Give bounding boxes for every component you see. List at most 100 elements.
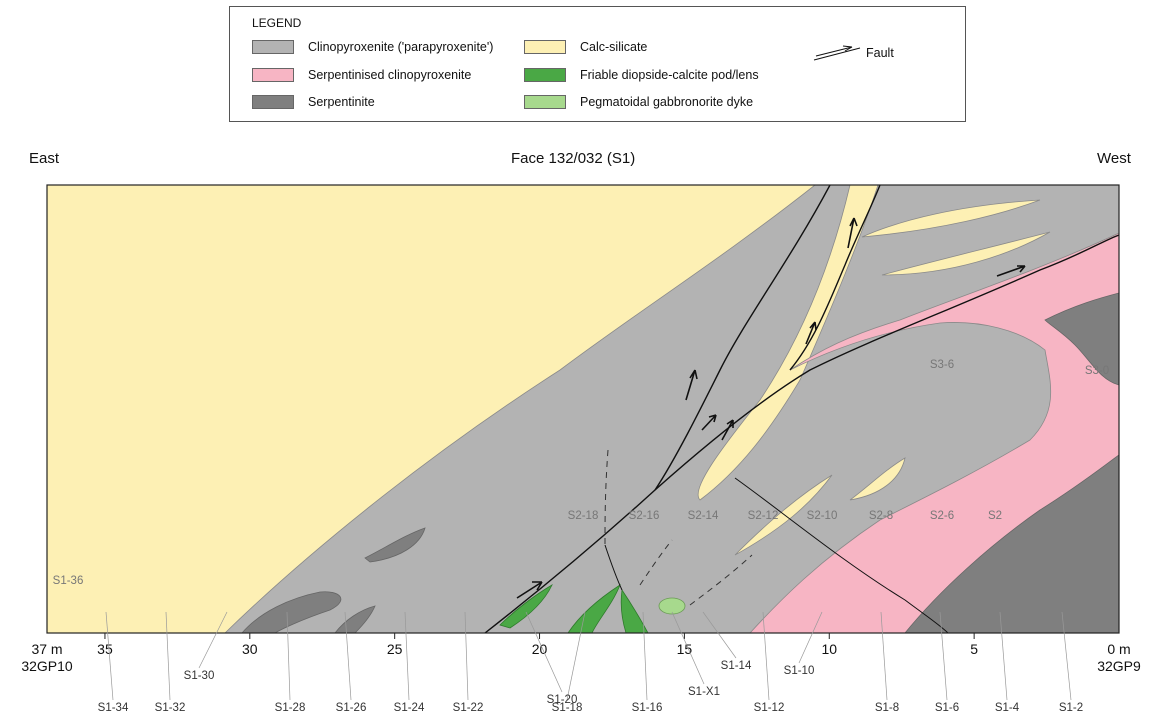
fault-arrow-icon — [516, 217, 1026, 599]
axis-tick-label: 10 — [821, 641, 837, 657]
inferred-contact — [639, 539, 673, 586]
serpentinite-patch — [1044, 292, 1119, 386]
legend-item-calc-silicate: Calc-silicate — [524, 40, 647, 54]
sample-label: S1-4 — [995, 702, 1020, 714]
sample-leader-line — [105, 611, 114, 701]
sample-label: S2 — [988, 510, 1002, 522]
sample-leader-line — [880, 611, 888, 701]
section-title: Face 132/032 (S1) — [511, 150, 636, 167]
sample-label: S1-14 — [721, 660, 752, 672]
sample-label: S1-X1 — [688, 686, 720, 698]
legend-item-fault: Fault — [812, 44, 894, 62]
calc-silicate-lens — [849, 457, 906, 501]
sample-label: S1-22 — [453, 702, 484, 714]
legend-label-fault: Fault — [866, 46, 894, 60]
legend-label-serpentinised: Serpentinised clinopyroxenite — [308, 68, 472, 82]
sample-label: S2-12 — [748, 510, 779, 522]
legend-item-clinopyroxenite: Clinopyroxenite ('parapyroxenite') — [252, 40, 493, 54]
legend-label-calc-silicate: Calc-silicate — [580, 40, 648, 54]
sample-leader-line — [999, 611, 1008, 701]
fault-symbol-icon — [813, 45, 861, 61]
legend-item-serpentinised: Serpentinised clinopyroxenite — [252, 68, 471, 82]
sample-leader-line — [198, 611, 228, 669]
serpentinite-zone — [904, 454, 1119, 633]
sample-label: S1-28 — [275, 702, 306, 714]
sample-label: S1-36 — [53, 575, 84, 587]
gabbronorite-dyke — [658, 597, 686, 615]
gabbronorite-swatch — [524, 95, 566, 109]
legend-label-gabbronorite: Pegmatoidal gabbronorite dyke — [580, 95, 754, 109]
sample-label: S1-2 — [1059, 702, 1083, 714]
fault-line — [654, 185, 831, 491]
serpentinite-swatch — [252, 95, 294, 109]
legend-item-serpentinite: Serpentinite — [252, 95, 375, 109]
calc-silicate-lens — [734, 474, 833, 556]
sample-leader-line — [642, 611, 648, 701]
serpentinite-patch — [241, 591, 342, 633]
axis-tick-label: 30 — [242, 641, 258, 657]
sample-label: S2-10 — [807, 510, 838, 522]
calc-silicate-sliver — [697, 185, 879, 501]
sample-label: S1-34 — [98, 702, 129, 714]
diopside-calcite-pod — [499, 584, 553, 629]
sample-label: S1-16 — [632, 702, 663, 714]
sample-label: S2-14 — [688, 510, 719, 522]
axis-tick-label: 25 — [387, 641, 403, 657]
sample-label: S1-30 — [184, 670, 215, 682]
sample-label: S1-8 — [875, 702, 899, 714]
sample-leader-line — [525, 611, 563, 693]
inferred-contact — [689, 554, 753, 606]
fault-line-minor — [734, 477, 949, 633]
sample-label: S2-6 — [930, 510, 954, 522]
axis-end-right-sub: 32GP9 — [1097, 658, 1141, 674]
sample-label: S2-18 — [568, 510, 599, 522]
east-label: East — [29, 150, 60, 167]
axis-tick-label: 35 — [97, 641, 113, 657]
clinopyroxenite-swatch — [252, 40, 294, 54]
sample-leader-line — [702, 611, 737, 659]
legend-item-gabbronorite: Pegmatoidal gabbronorite dyke — [524, 95, 753, 109]
sample-leader-line — [566, 611, 586, 701]
sample-label: S1-6 — [935, 702, 959, 714]
calc-silicate-swatch — [524, 40, 566, 54]
axis-end-left-sub: 32GP10 — [21, 658, 73, 674]
axis-end-right: 0 m — [1107, 641, 1130, 657]
sample-label: S1-32 — [155, 702, 186, 714]
legend-box: LEGEND Clinopyroxenite ('parapyroxenite'… — [229, 6, 966, 122]
legend-label-diopside: Friable diopside-calcite pod/lens — [580, 68, 759, 82]
sample-labels: S1-34 S1-32 S1-28 S1-26 S1-24 S1-22 S1-18 S1-16… — [53, 359, 1109, 714]
axis-tick-label: 5 — [970, 641, 978, 657]
section-frame — [46, 184, 1120, 634]
sample-label: S3-6 — [930, 359, 954, 371]
legend-label-serpentinite: Serpentinite — [308, 95, 375, 109]
axis-end-left: 37 m — [31, 641, 62, 657]
legend-item-diopside: Friable diopside-calcite pod/lens — [524, 68, 759, 82]
serpentinised-swatch — [252, 68, 294, 82]
sample-leader-line — [165, 611, 171, 701]
sample-leader-line — [671, 611, 705, 685]
sample-leader-line — [344, 611, 352, 701]
serpentinite-patch — [364, 527, 426, 563]
sample-label: S3-0 — [1085, 365, 1109, 377]
sample-label: S1-10 — [784, 665, 815, 677]
legend-title: LEGEND — [252, 16, 302, 30]
sample-leader-line — [286, 611, 291, 701]
axis-tick-label: 20 — [532, 641, 548, 657]
sample-label: S1-20 — [547, 694, 578, 706]
sample-leader-line — [762, 611, 770, 701]
diopside-calcite-pod — [620, 588, 649, 633]
contact-line — [604, 544, 623, 591]
diopside-swatch — [524, 68, 566, 82]
inferred-contact — [604, 449, 609, 546]
sample-label: S1-24 — [394, 702, 425, 714]
sample-label: S2-16 — [629, 510, 660, 522]
sample-label: S1-26 — [336, 702, 367, 714]
sample-leader-line — [404, 611, 410, 701]
sample-label: S1-18 — [552, 702, 583, 714]
sample-label: S2-8 — [869, 510, 893, 522]
west-label: West — [1097, 150, 1131, 167]
calc-silicate-lens — [861, 199, 1041, 238]
fault-line — [484, 234, 1119, 633]
